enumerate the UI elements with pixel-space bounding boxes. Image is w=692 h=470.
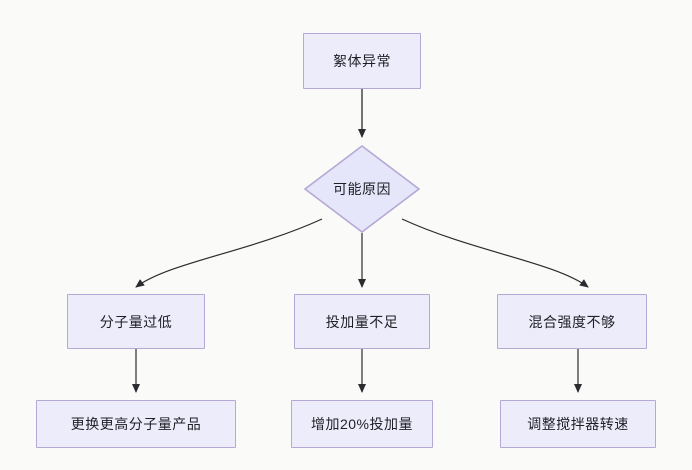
node-start[interactable]: 絮体异常 — [303, 33, 421, 89]
edge-cause-to-cause3 — [401, 218, 589, 288]
node-cause-insufficient-mixing-label: 混合强度不够 — [528, 313, 616, 330]
node-action-adjust-agitator-speed[interactable]: 调整搅拌器转速 — [500, 400, 656, 448]
node-possible-cause-label: 可能原因 — [333, 181, 391, 197]
node-action-increase-dosage-label: 增加20%投加量 — [310, 416, 414, 432]
node-possible-cause[interactable]: 可能原因 — [304, 145, 420, 233]
diamond-shape-icon — [304, 145, 420, 233]
node-cause-low-molecular-weight-label: 分子量过低 — [99, 313, 173, 330]
node-start-label: 絮体异常 — [333, 53, 391, 69]
node-action-replace-product-label: 更换更高分子量产品 — [70, 416, 202, 432]
edge-cause-to-cause1 — [135, 218, 323, 288]
node-cause-insufficient-dosage-label: 投加量不足 — [325, 313, 399, 330]
node-action-increase-dosage[interactable]: 增加20%投加量 — [291, 400, 433, 448]
node-action-replace-product[interactable]: 更换更高分子量产品 — [36, 400, 236, 448]
node-cause-insufficient-dosage[interactable]: 投加量不足 — [294, 294, 430, 349]
node-action-adjust-agitator-speed-label: 调整搅拌器转速 — [527, 416, 629, 432]
node-cause-low-molecular-weight[interactable]: 分子量过低 — [67, 294, 205, 349]
node-cause-insufficient-mixing[interactable]: 混合强度不够 — [497, 294, 647, 349]
